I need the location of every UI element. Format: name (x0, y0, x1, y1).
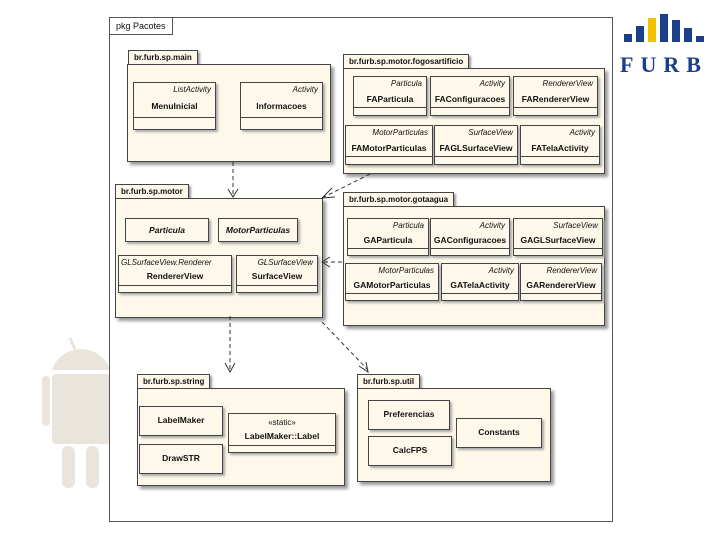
stereotype-label: Particula (392, 221, 424, 230)
stereotype-label: ListActivity (173, 85, 211, 94)
class-name: Informacoes (256, 101, 307, 111)
class-name: CalcFPS (392, 445, 428, 455)
class-gaparticula: Particula GAParticula (347, 218, 429, 256)
class-menuinicial: ListActivity MenuInicial (133, 82, 216, 130)
class-name: GARendererView (526, 280, 596, 290)
class-name: RendererView (146, 271, 204, 281)
class-name: GAConfiguracoes (433, 235, 507, 245)
class-faparticula: Particula FAParticula (353, 76, 427, 116)
class-motorparticulas: MotorParticulas (218, 218, 298, 242)
class-name: FAMotorParticulas (351, 143, 427, 153)
class-name: GAParticula (363, 235, 413, 245)
stereotype-label: Activity (292, 85, 318, 94)
stereotype-label: RendererView (542, 79, 593, 88)
class-surfaceview: GLSurfaceView SurfaceView (236, 255, 318, 293)
class-name: LabelMaker (157, 415, 205, 425)
class-name: FAGLSurfaceView (439, 143, 513, 153)
class-calcfps: CalcFPS (368, 436, 452, 466)
class-name: DrawSTR (162, 453, 200, 463)
dependency-motor-to-util (321, 321, 369, 371)
class-fatelaactivity: Activity FATelaActivity (520, 125, 600, 165)
class-constants: Constants (456, 418, 542, 448)
stereotype-label: MotorParticulas (372, 128, 428, 137)
class-name: GAMotorParticulas (353, 280, 431, 290)
stereotype-label: «static» (268, 418, 296, 427)
class-rendererview: GLSurfaceView.Renderer RendererView (118, 255, 232, 293)
class-name: MotorParticulas (225, 225, 291, 235)
class-name: Particula (149, 225, 185, 235)
stereotype-label: SurfaceView (553, 221, 598, 230)
class-garendererview: RendererView GARendererView (520, 263, 602, 301)
class-name: MenuInicial (151, 101, 198, 111)
furb-logo-icon (624, 14, 704, 42)
class-name: GATelaActivity (450, 280, 510, 290)
class-name: FAParticula (366, 94, 414, 104)
class-gaconfiguracoes: Activity GAConfiguracoes (430, 218, 510, 256)
class-name: Constants (478, 427, 520, 437)
furb-logo-text: FURB (620, 52, 708, 77)
class-name: Preferencias (383, 409, 435, 419)
class-gamotorparticulas: MotorParticulas GAMotorParticulas (345, 263, 439, 301)
class-farendererview: RendererView FARendererView (513, 76, 598, 116)
stereotype-label: GLSurfaceView.Renderer (121, 258, 212, 267)
stereotype-label: RendererView (546, 266, 597, 275)
class-gatelaactivity: Activity GATelaActivity (441, 263, 519, 301)
stereotype-label: Particula (390, 79, 422, 88)
class-preferencias: Preferencias (368, 400, 450, 430)
class-gaglsurfaceview: SurfaceView GAGLSurfaceView (513, 218, 603, 256)
stereotype-label: Activity (479, 79, 505, 88)
class-famotorparticulas: MotorParticulas FAMotorParticulas (345, 125, 433, 165)
class-name: FATelaActivity (531, 143, 589, 153)
stereotype-label: GLSurfaceView (257, 258, 313, 267)
stereotype-label: MotorParticulas (378, 266, 434, 275)
class-labelmaker-label: «static» LabelMaker::Label (228, 413, 336, 453)
stereotype-label: Activity (479, 221, 505, 230)
stereotype-label: Activity (488, 266, 514, 275)
class-drawstr: DrawSTR (139, 444, 223, 474)
class-faconfiguracoes: Activity FAConfiguracoes (430, 76, 510, 116)
android-watermark-icon (42, 337, 110, 488)
class-particula: Particula (125, 218, 209, 242)
class-faglsurfaceview: SurfaceView FAGLSurfaceView (434, 125, 518, 165)
class-name: FARendererView (521, 94, 590, 104)
stereotype-label: Activity (569, 128, 595, 137)
class-labelmaker: LabelMaker (139, 406, 223, 436)
dependency-fogos-to-motor (321, 173, 371, 199)
class-name: FAConfiguracoes (434, 94, 506, 104)
stereotype-label: SurfaceView (468, 128, 513, 137)
frame-label: pkg Pacotes (110, 18, 173, 35)
class-name: GAGLSurfaceView (520, 235, 596, 245)
class-informacoes: Activity Informacoes (240, 82, 323, 130)
class-name: LabelMaker::Label (244, 431, 320, 441)
class-name: SurfaceView (251, 271, 303, 281)
